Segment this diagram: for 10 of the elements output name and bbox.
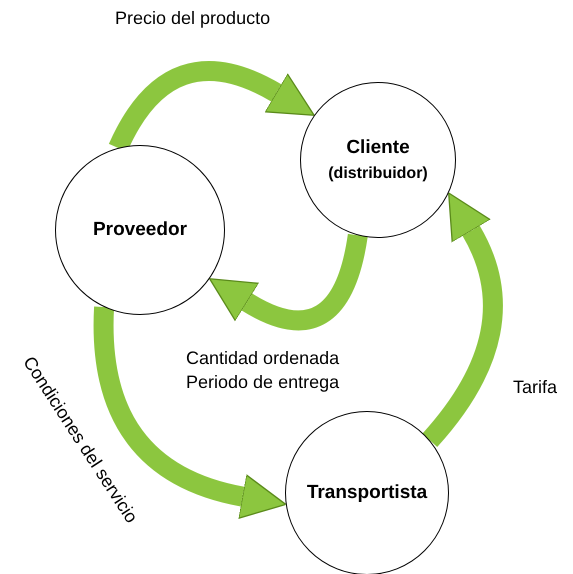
- edge-label: Precio del producto: [115, 7, 272, 30]
- node-label: Cliente: [346, 136, 410, 160]
- curved-arrow: [94, 306, 286, 519]
- curved-arrow: [208, 234, 368, 330]
- node-label: Transportista: [306, 480, 428, 505]
- edge-label: Tarifa: [513, 376, 558, 399]
- curved-arrow: [422, 191, 503, 447]
- edge-label: Cantidad ordenada Periodo de entrega: [186, 347, 340, 394]
- node-label: (distribuidor): [328, 164, 428, 184]
- node-label: Proveedor: [93, 218, 187, 242]
